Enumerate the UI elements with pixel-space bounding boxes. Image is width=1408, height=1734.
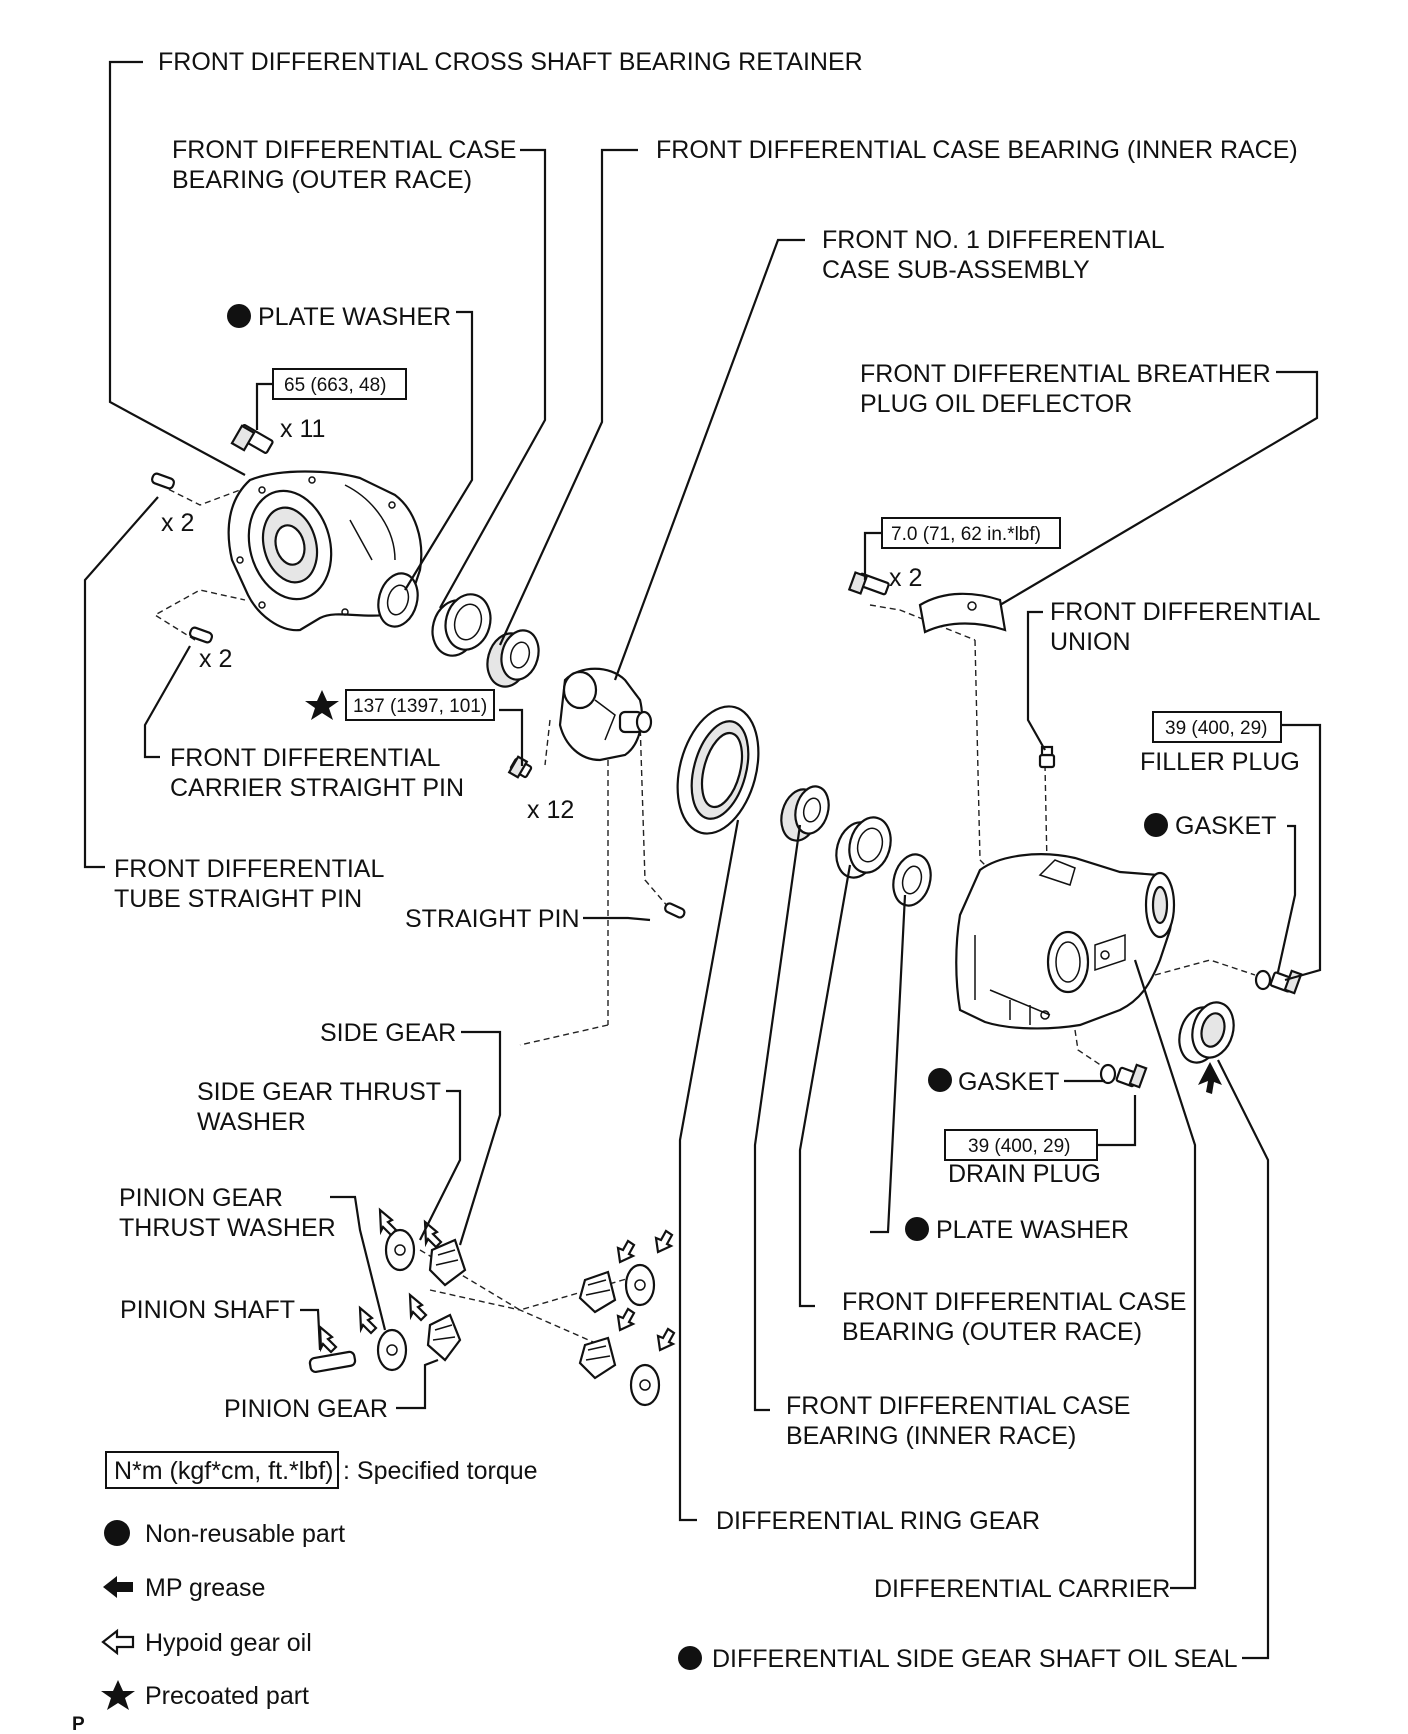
bearing-inner-race-bottom-part: [780, 785, 830, 842]
label-case-bearing-inner-bot-1: FRONT DIFFERENTIAL CASE: [786, 1392, 1130, 1420]
legend-non-reusable: Non-reusable part: [145, 1520, 345, 1548]
legend-torque-desc: : Specified torque: [343, 1457, 538, 1485]
label-gasket-right: GASKET: [1175, 812, 1276, 840]
side-gear-thrust-washer-part: [384, 1228, 416, 1272]
qty-retainer-bolts: x 11: [280, 415, 325, 443]
label-pinion-gear: PINION GEAR: [224, 1395, 388, 1423]
differential-union-icon: [1038, 745, 1056, 769]
legend-non-reusable-icon: [104, 1520, 130, 1546]
cross-shaft-retainer-part: [227, 470, 423, 632]
label-ring-gear: DIFFERENTIAL RING GEAR: [716, 1507, 1040, 1535]
legend-mp-grease-icon: [103, 1576, 133, 1598]
torque-drain-plug: 39 (400, 29): [968, 1136, 1070, 1157]
carrier-straight-pin-icon: [188, 626, 214, 644]
legend-hypoid-oil: Hypoid gear oil: [145, 1629, 312, 1657]
label-tube-pin-1: FRONT DIFFERENTIAL: [114, 855, 384, 883]
non-reusable-mark-oil-seal: [678, 1646, 702, 1670]
tube-straight-pin-icon: [150, 472, 176, 490]
label-pinion-shaft: PINION SHAFT: [120, 1296, 295, 1324]
differential-carrier-part: [955, 853, 1176, 1030]
pinion-gear-right-part: [578, 1336, 617, 1380]
thrust-washer-right-bottom-part: [629, 1363, 661, 1407]
ring-gear-bolt-icon: [507, 755, 533, 779]
label-gasket-drain: GASKET: [958, 1068, 1059, 1096]
legend-mp-grease: MP grease: [145, 1574, 265, 1602]
filler-plug-icon: [1254, 969, 1303, 995]
side-gear-right-part: [578, 1270, 617, 1314]
torque-boxes: 65 (663, 48) 137 (1397, 101) 7.0 (71, 62…: [255, 368, 1282, 1161]
label-union-2: UNION: [1050, 628, 1131, 656]
label-pinion-washer-1: PINION GEAR: [119, 1184, 283, 1212]
label-carrier: DIFFERENTIAL CARRIER: [874, 1575, 1170, 1603]
qty-tube-pins: x 2: [161, 509, 194, 537]
label-case-bearing-outer-bot-2: BEARING (OUTER RACE): [842, 1318, 1142, 1346]
label-plate-washer-bottom: PLATE WASHER: [936, 1216, 1129, 1244]
label-side-gear-washer-1: SIDE GEAR THRUST: [197, 1078, 441, 1106]
label-breather-2: PLUG OIL DEFLECTOR: [860, 390, 1132, 418]
bearing-outer-race-bottom-part: [835, 816, 892, 879]
label-case-bearing-outer-bot-1: FRONT DIFFERENTIAL CASE: [842, 1288, 1186, 1316]
deflector-bolt-icon: [847, 571, 890, 596]
label-side-gear-washer-2: WASHER: [197, 1108, 306, 1136]
plate-washer-bottom-part: [892, 853, 932, 907]
non-reusable-mark-plate-washer-top: [227, 304, 251, 328]
label-carrier-pin-1: FRONT DIFFERENTIAL: [170, 744, 440, 772]
pinion-thrust-washer-part: [376, 1328, 408, 1372]
retainer-bolt-icon: [230, 424, 274, 454]
torque-deflector-bolt: 7.0 (71, 62 in.*lbf): [891, 524, 1041, 545]
qty-ring-gear-bolts: x 12: [527, 796, 574, 824]
label-pinion-washer-2: THRUST WASHER: [119, 1214, 336, 1242]
torque-filler-plug: 39 (400, 29): [1165, 718, 1267, 739]
legend-hypoid-oil-icon: [101, 1628, 135, 1656]
label-cross-shaft-retainer: FRONT DIFFERENTIAL CROSS SHAFT BEARING R…: [158, 48, 863, 76]
legend-precoated-icon: [101, 1680, 135, 1710]
drain-plug-icon: [1099, 1063, 1148, 1089]
ring-gear-part: [676, 705, 760, 835]
label-union-1: FRONT DIFFERENTIAL: [1050, 598, 1320, 626]
label-case-bearing-inner-top: FRONT DIFFERENTIAL CASE BEARING (INNER R…: [656, 136, 1298, 164]
straight-pin-icon: [664, 902, 686, 919]
label-plate-washer-top: PLATE WASHER: [258, 303, 451, 331]
legend: N*m (kgf*cm, ft.*lbf) : Specified torque…: [72, 1451, 538, 1734]
pinion-gear-part: [426, 1313, 462, 1362]
bearing-inner-race-top-part: [486, 629, 540, 688]
label-case-bearing-outer-top-1: FRONT DIFFERENTIAL CASE: [172, 136, 516, 164]
hypoid-oil-arrows: [318, 1207, 676, 1354]
part-labels: FRONT DIFFERENTIAL CROSS SHAFT BEARING R…: [114, 48, 1320, 1673]
qty-deflector-bolts: x 2: [889, 564, 922, 592]
torque-ring-gear-bolt: 137 (1397, 101): [353, 696, 487, 717]
label-tube-pin-2: TUBE STRAIGHT PIN: [114, 885, 362, 913]
label-drain-plug: DRAIN PLUG: [948, 1160, 1101, 1188]
pinion-shaft-part: [308, 1350, 357, 1374]
quantity-labels: x 11 x 2 x 2 x 12 x 2: [161, 415, 922, 824]
non-reusable-mark-plate-washer-bottom: [905, 1217, 929, 1241]
non-reusable-mark-gasket-drain: [928, 1068, 952, 1092]
legend-precoated: Precoated part: [145, 1682, 309, 1710]
legend-torque-unit: N*m (kgf*cm, ft.*lbf): [114, 1457, 333, 1485]
mp-grease-arrow-icon: [1198, 1062, 1222, 1094]
oil-deflector-part: [918, 592, 1007, 634]
label-carrier-pin-2: CARRIER STRAIGHT PIN: [170, 774, 464, 802]
differential-case-part: [558, 667, 653, 762]
label-side-gear: SIDE GEAR: [320, 1019, 456, 1047]
label-case-sub-assy-1: FRONT NO. 1 DIFFERENTIAL: [822, 226, 1165, 254]
qty-carrier-pins: x 2: [199, 645, 232, 673]
thrust-washer-right-top-part: [624, 1263, 656, 1307]
label-filler-plug: FILLER PLUG: [1140, 748, 1300, 776]
label-case-bearing-inner-bot-2: BEARING (INNER RACE): [786, 1422, 1076, 1450]
label-oil-seal: DIFFERENTIAL SIDE GEAR SHAFT OIL SEAL: [712, 1645, 1238, 1673]
bearing-outer-race-top-part: [431, 593, 492, 657]
label-case-bearing-outer-top-2: BEARING (OUTER RACE): [172, 166, 472, 194]
precoated-star-icon: [305, 690, 339, 720]
non-reusable-mark-gasket-right: [1144, 813, 1168, 837]
oil-seal-part: [1178, 1001, 1235, 1064]
corner-mark: P: [72, 1714, 85, 1734]
label-straight-pin: STRAIGHT PIN: [405, 905, 580, 933]
label-case-sub-assy-2: CASE SUB-ASSEMBLY: [822, 256, 1090, 284]
torque-retainer-bolt: 65 (663, 48): [284, 375, 386, 396]
leader-lines: [83, 60, 1322, 1660]
side-gear-part: [428, 1238, 467, 1287]
label-breather-1: FRONT DIFFERENTIAL BREATHER: [860, 360, 1271, 388]
